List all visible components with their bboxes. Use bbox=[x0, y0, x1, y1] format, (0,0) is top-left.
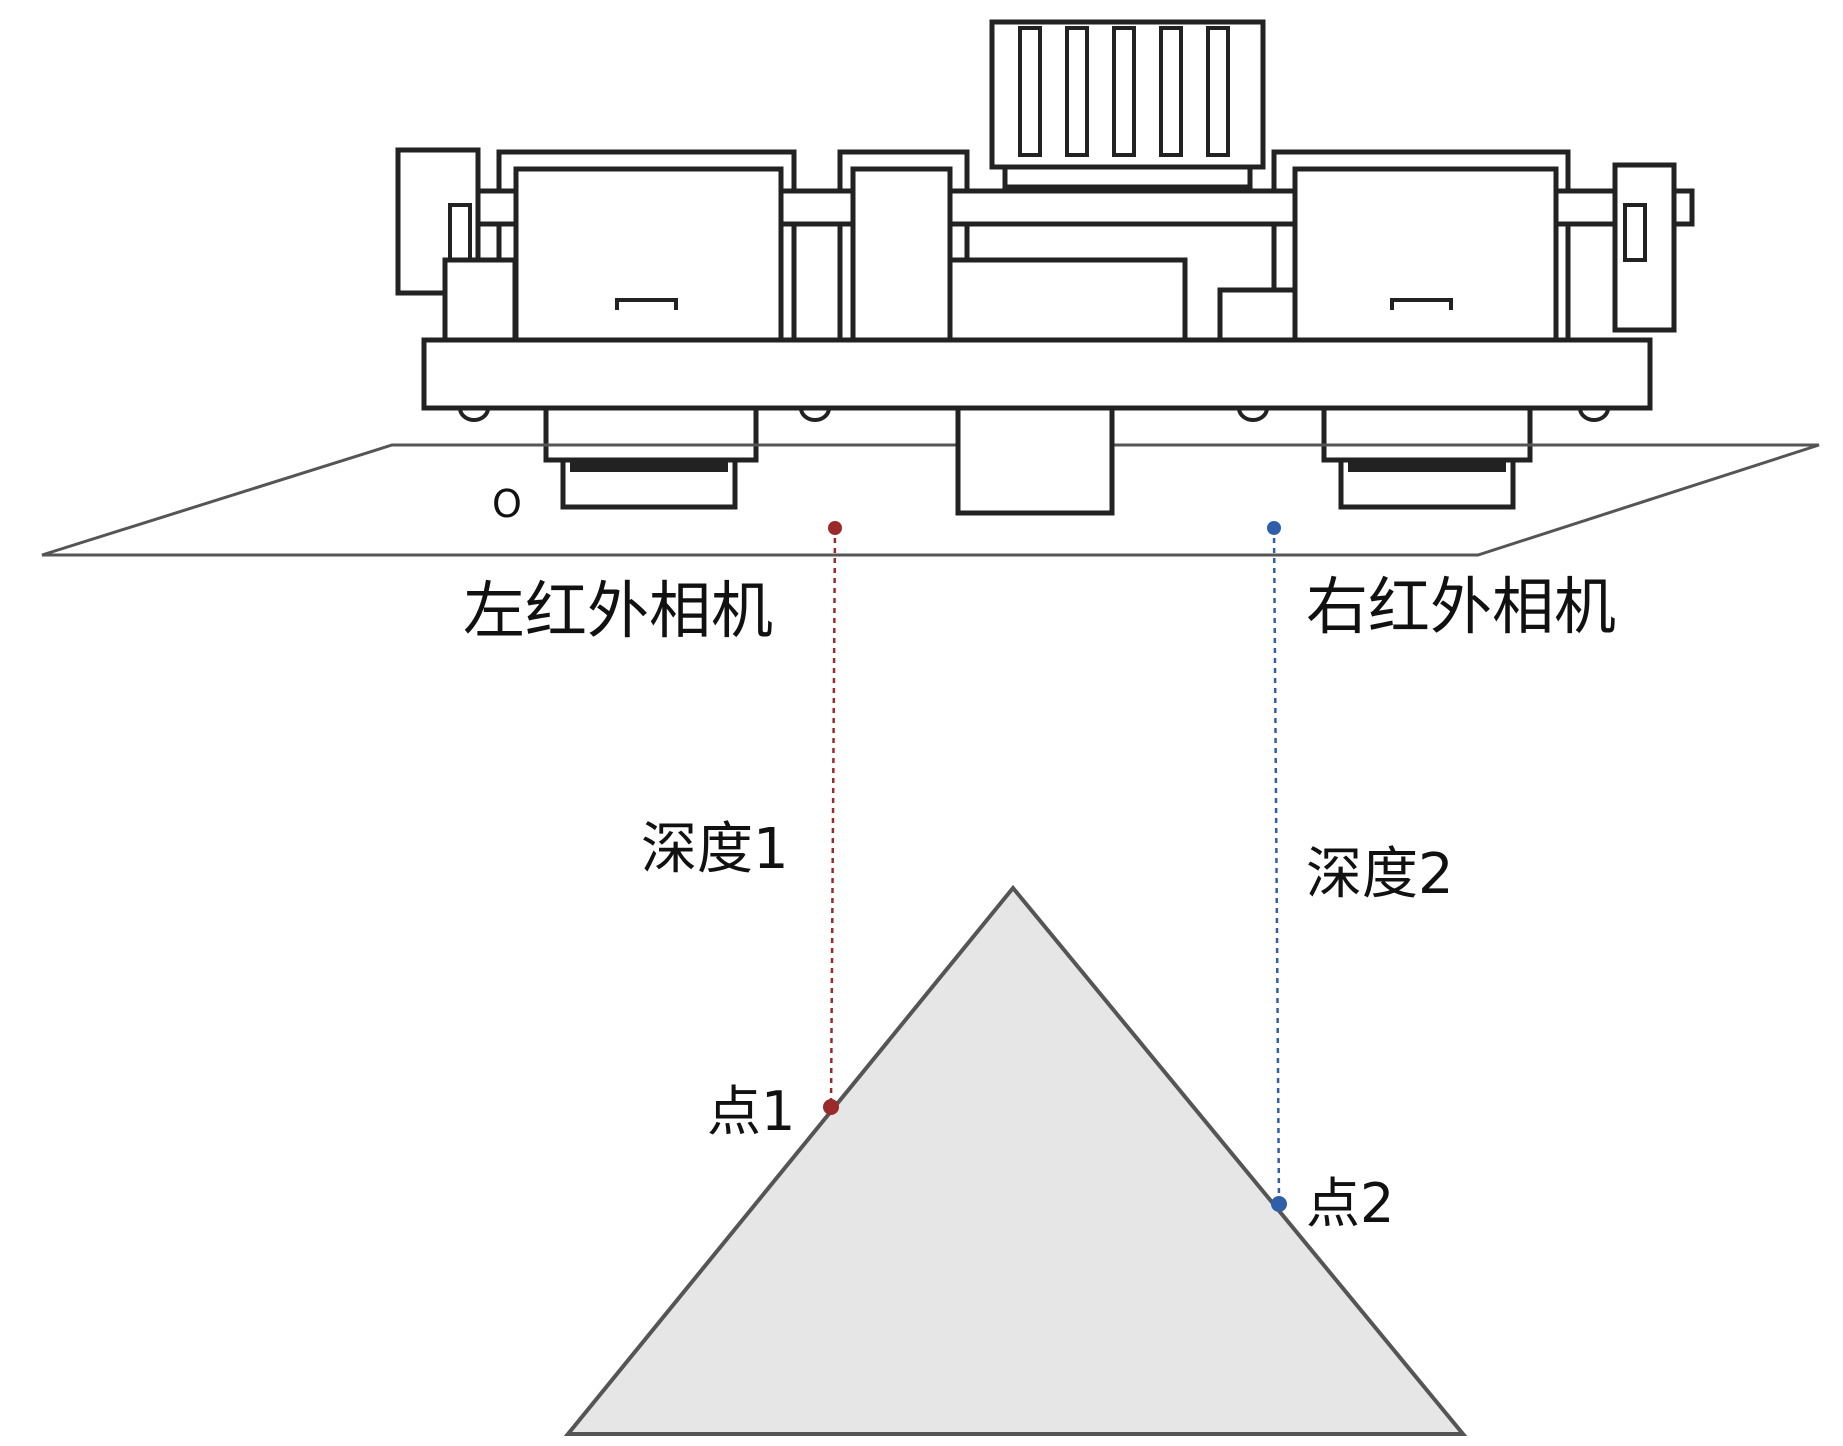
point2-label: 点2 bbox=[1306, 1172, 1394, 1235]
point1-label: 点1 bbox=[707, 1080, 795, 1143]
left-end-bracket bbox=[395, 147, 481, 296]
right-depth-ray bbox=[1272, 527, 1281, 1205]
left-camera-dot bbox=[828, 521, 842, 535]
camera-plane bbox=[41, 443, 1820, 557]
left-depth-ray bbox=[829, 527, 837, 1108]
point1-dot bbox=[823, 1099, 839, 1115]
center-block bbox=[947, 257, 1188, 343]
base-plate bbox=[421, 337, 1653, 411]
right-lens-housing bbox=[1321, 405, 1533, 463]
left-lens-housing bbox=[543, 405, 759, 463]
center-bottom-box bbox=[955, 405, 1115, 516]
right-camera-dot bbox=[1267, 521, 1281, 535]
depth2-label: 深度2 bbox=[1306, 842, 1454, 907]
screws bbox=[458, 407, 1610, 422]
triangle-object bbox=[563, 884, 1468, 1436]
right-camera-module bbox=[1292, 166, 1559, 344]
heatsink bbox=[989, 19, 1266, 190]
right-camera-label: 右红外相机 bbox=[1306, 570, 1616, 643]
point2-dot bbox=[1271, 1196, 1287, 1212]
depth1-label: 深度1 bbox=[641, 817, 789, 882]
center-column bbox=[850, 166, 953, 344]
origin-label: O bbox=[492, 482, 522, 526]
stereo-camera-device bbox=[395, 19, 1695, 510]
left-camera-label: 左红外相机 bbox=[463, 574, 773, 647]
left-camera-module bbox=[513, 166, 784, 344]
